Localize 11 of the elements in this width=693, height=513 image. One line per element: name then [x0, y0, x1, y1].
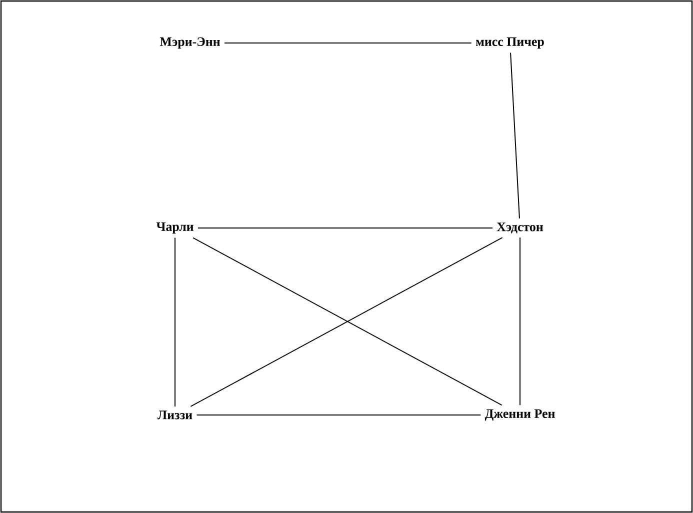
name-label: Лиззи [157, 410, 192, 420]
name-label: Мэри-Энн [160, 37, 220, 49]
name-label: Хэдстон [496, 222, 544, 234]
connector-line [196, 414, 482, 416]
name-label: Чарли [156, 222, 194, 234]
connector-line [174, 237, 176, 407]
connector-line [224, 42, 472, 44]
connector-line [510, 52, 520, 219]
name-label: мисс Пичер [476, 37, 544, 49]
connector-line [198, 227, 493, 228]
name-label: Дженни Рен [484, 409, 555, 421]
